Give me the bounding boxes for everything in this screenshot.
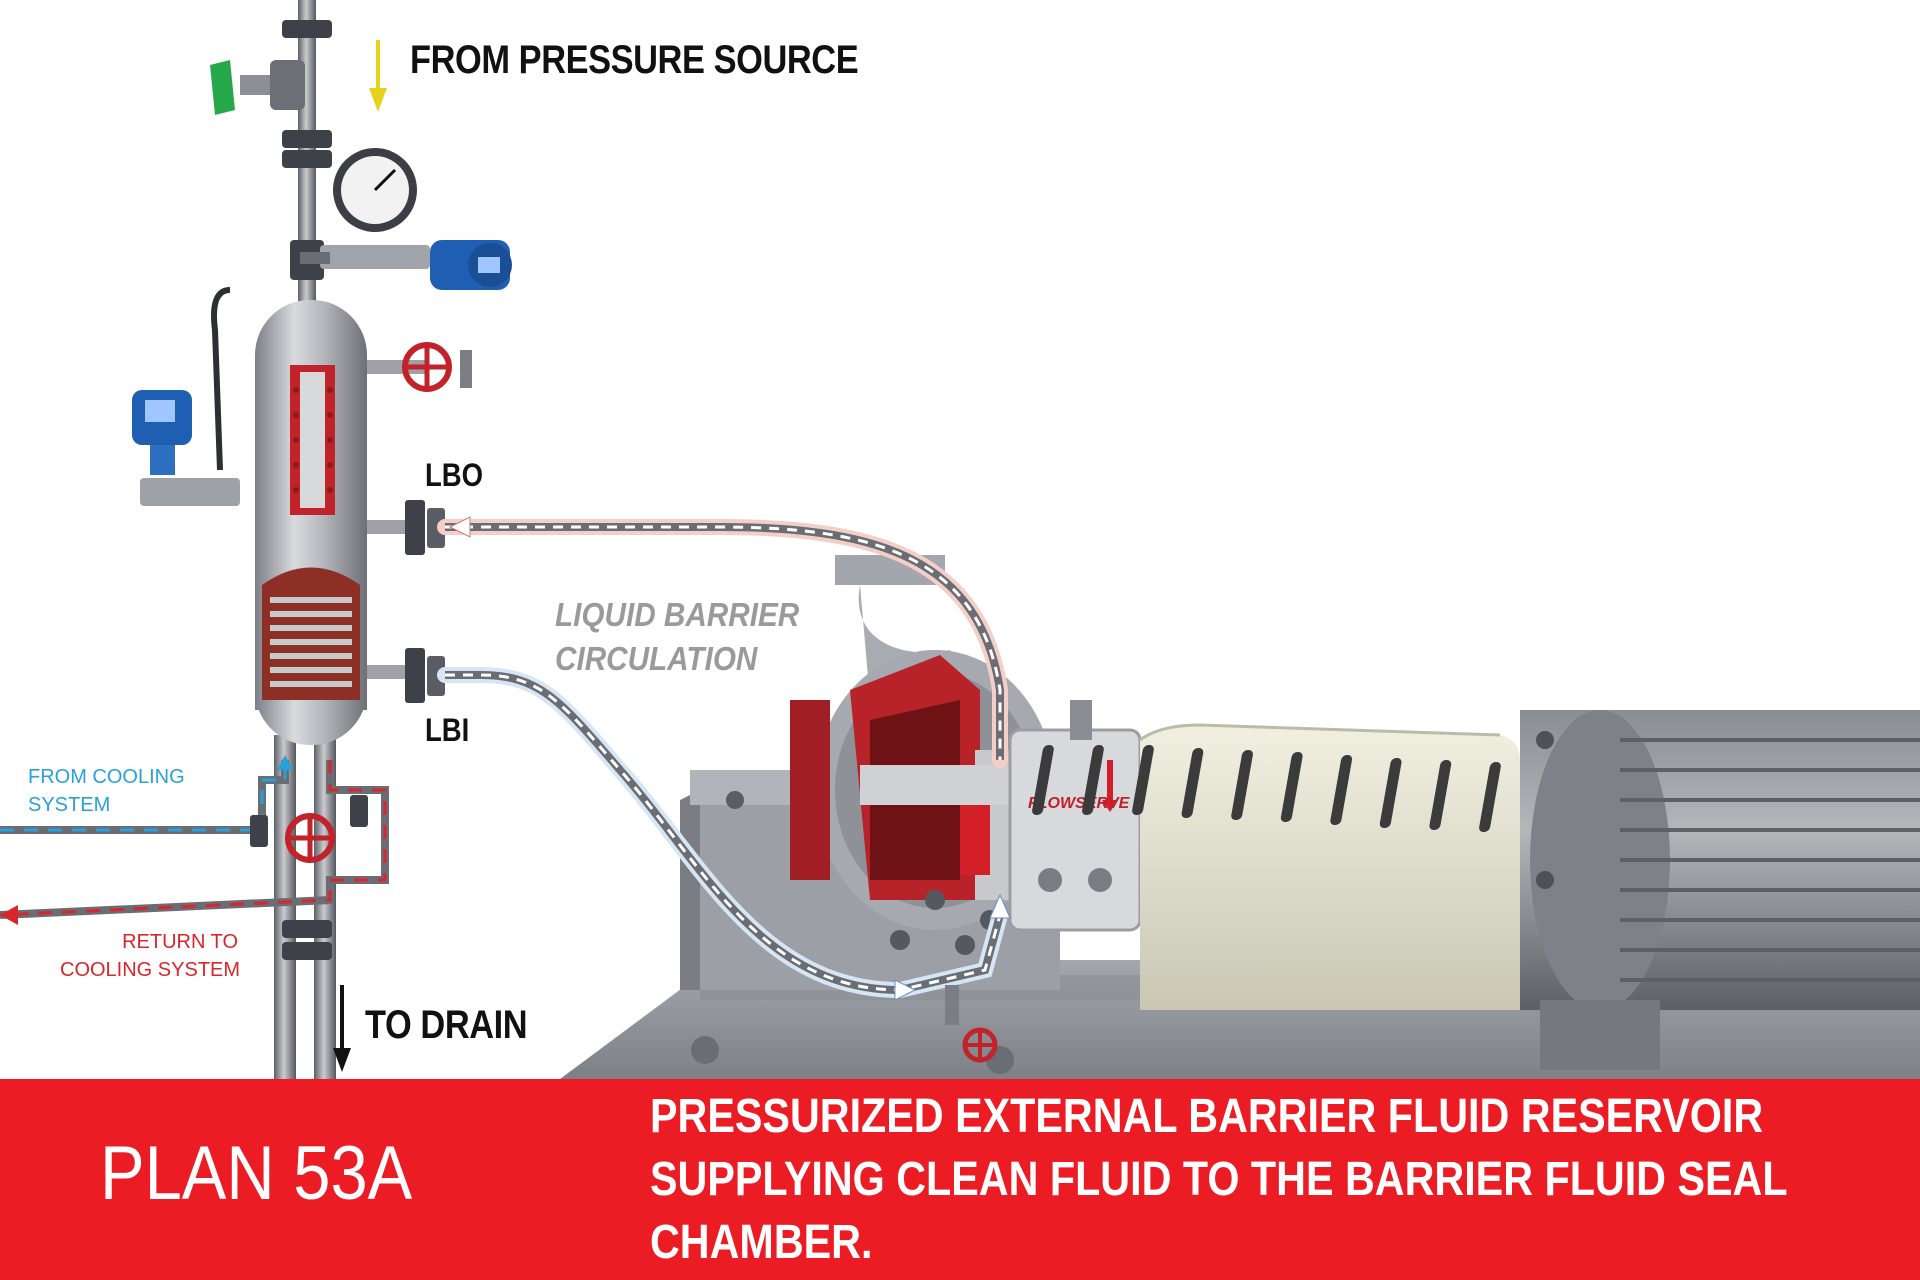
top-isolation-valve bbox=[210, 60, 305, 115]
lbi-supply-line bbox=[437, 667, 1011, 1001]
return-to-cooling-label: RETURN TO COOLING SYSTEM bbox=[60, 931, 241, 981]
electric-motor bbox=[1520, 710, 1920, 1070]
cooling-supply-line bbox=[0, 755, 293, 847]
description-line: SUPPLYING CLEAN FLUID TO THE BARRIER FLU… bbox=[650, 1153, 1788, 1206]
from-pressure-source-label: FROM PRESSURE SOURCE bbox=[410, 38, 859, 82]
description-line: PRESSURIZED EXTERNAL BARRIER FLUID RESER… bbox=[650, 1090, 1764, 1143]
sight-level-gauge bbox=[290, 365, 335, 515]
title-banner bbox=[0, 1079, 1920, 1280]
barrier-fluid-reservoir bbox=[255, 300, 367, 745]
drain-arrow bbox=[333, 985, 351, 1072]
liquid-barrier-circulation-label: LIQUID BARRIER CIRCULATION bbox=[555, 596, 800, 677]
lbi-flange bbox=[367, 648, 445, 703]
coupling-guard bbox=[1032, 723, 1520, 1010]
plan-description: PRESSURIZED EXTERNAL BARRIER FLUID RESER… bbox=[650, 1085, 1788, 1274]
lbi-label: LBI bbox=[425, 712, 470, 748]
vent-valve bbox=[367, 342, 472, 392]
plan-title: PLAN 53A bbox=[100, 1131, 413, 1216]
lbo-return-line bbox=[437, 516, 1008, 768]
to-drain-label: TO DRAIN bbox=[365, 1003, 528, 1047]
level-transmitter bbox=[132, 287, 240, 506]
lbo-label: LBO bbox=[425, 457, 484, 493]
pressure-gauge bbox=[300, 148, 430, 269]
flowserve-logo: FLOWSERVE bbox=[1028, 795, 1131, 812]
pressure-transmitter-top bbox=[430, 240, 512, 290]
lbo-flange bbox=[367, 500, 445, 555]
description-line: CHAMBER. bbox=[650, 1216, 873, 1269]
from-cooling-system-label: FROM COOLING SYSTEM bbox=[28, 766, 185, 816]
drain-valve-pump bbox=[945, 985, 998, 1063]
pressure-source-arrow bbox=[369, 40, 387, 112]
cooling-return-line bbox=[0, 760, 389, 925]
